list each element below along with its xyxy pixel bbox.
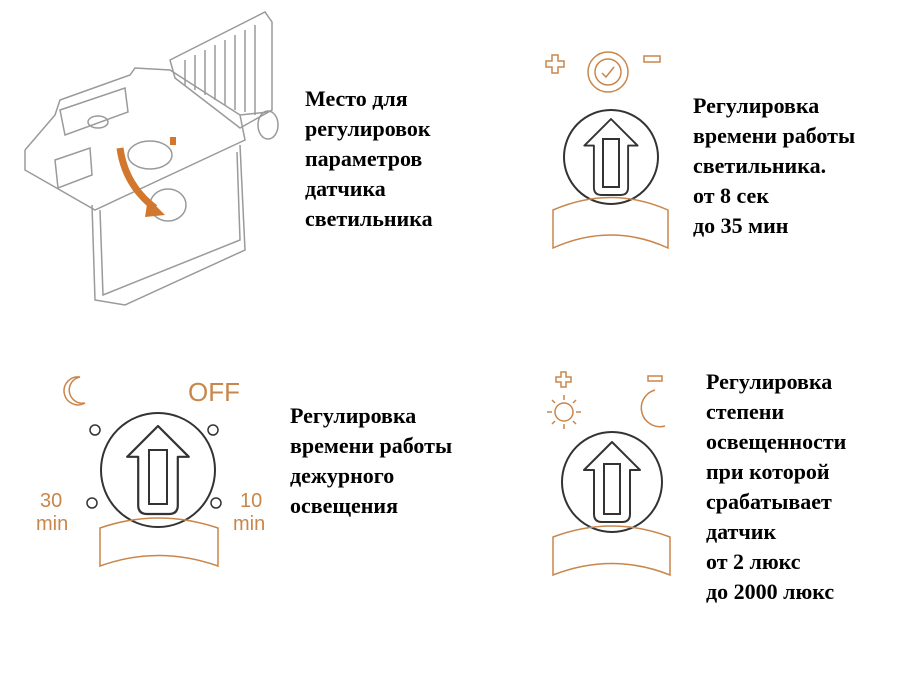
- caption-line: времени работы: [693, 123, 856, 148]
- lux-caption: Регулировка степени освещенности при кот…: [706, 367, 846, 607]
- left-num-label: 30: [40, 490, 62, 512]
- time-caption: Регулировка времени работы светильника. …: [693, 91, 855, 241]
- caption-line: дежурного: [290, 463, 395, 488]
- left-unit-label: min: [36, 513, 68, 535]
- moon-icon: [63, 376, 86, 406]
- caption-line: от 8 сек: [693, 183, 769, 208]
- standby-position-dots: [86, 424, 222, 509]
- caption-line: Регулировка: [706, 369, 833, 394]
- caption-line: до 35 мин: [693, 213, 789, 238]
- right-num-label: 10: [240, 490, 262, 512]
- caption-line: срабатывает: [706, 489, 832, 514]
- caption-line: датчик: [706, 519, 777, 544]
- caption-line: Регулировка: [290, 403, 417, 428]
- lux-dial: [561, 431, 663, 533]
- plus-icon: [545, 54, 565, 74]
- caption-line: светильника.: [693, 153, 827, 178]
- sun-icon: [547, 395, 581, 429]
- caption-line: параметров: [305, 146, 423, 171]
- caption-line: Регулировка: [693, 93, 820, 118]
- time-dial-scale-arc: [552, 196, 669, 250]
- clock-icon: [587, 51, 629, 93]
- standby-caption: Регулировка времени работы дежурного осв…: [290, 401, 452, 521]
- caption-line: от 2 люкс: [706, 549, 801, 574]
- standby-dial-scale-arc: [99, 517, 219, 568]
- lux-dial-scale-arc: [552, 525, 671, 577]
- location-caption: Место для регулировок параметров датчика…: [305, 84, 433, 234]
- moon-icon: [640, 389, 666, 428]
- right-unit-label: min: [233, 513, 265, 535]
- caption-line: освещенности: [706, 429, 847, 454]
- caption-line: времени работы: [290, 433, 453, 458]
- caption-line: до 2000 люкс: [706, 579, 835, 604]
- standby-dial: [100, 412, 216, 528]
- plus-icon: [555, 371, 572, 388]
- open-arrow-icon: [116, 147, 158, 211]
- off-label: OFF: [188, 377, 240, 407]
- caption-line: светильника: [305, 206, 433, 231]
- minus-icon: [643, 55, 661, 63]
- caption-line: регулировок: [305, 116, 431, 141]
- caption-line: освещения: [290, 493, 399, 518]
- minus-icon: [647, 375, 663, 382]
- caption-line: датчика: [305, 176, 386, 201]
- fixture-illustration: [24, 11, 279, 306]
- caption-line: при которой: [706, 459, 830, 484]
- caption-line: Место для: [305, 86, 408, 111]
- time-dial: [563, 109, 659, 205]
- caption-line: степени: [706, 399, 785, 424]
